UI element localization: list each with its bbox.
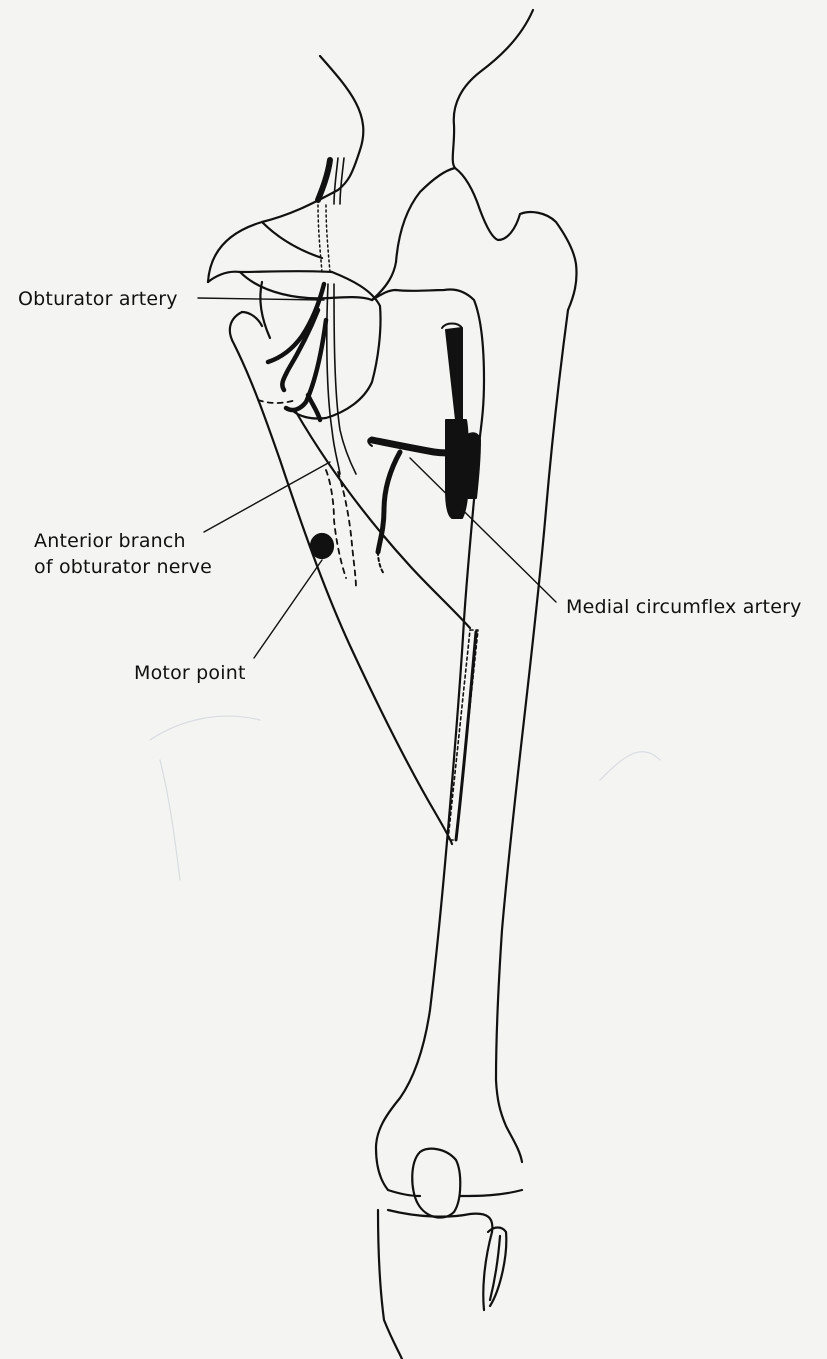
knee-outline — [378, 1149, 522, 1359]
leader-motor-point — [254, 560, 322, 658]
leader-medial-circumflex — [410, 458, 556, 602]
leader-anterior-branch — [204, 462, 330, 532]
medial-circumflex-artery-label: Medial circumflex artery — [566, 594, 802, 620]
obturator-artery-branches — [268, 284, 326, 420]
anterior-branch-nerve — [327, 284, 356, 474]
adductor-tendon — [448, 630, 478, 840]
motor-point-label: Motor point — [134, 660, 246, 686]
obturator-vessels — [318, 158, 344, 272]
faint-background-traces — [150, 716, 660, 880]
pelvis-outline — [208, 10, 533, 300]
anterior-branch-label-line1: Anterior branch — [34, 528, 212, 554]
motor-point-marker — [311, 534, 333, 558]
anterior-branch-label-line2: of obturator nerve — [34, 554, 212, 580]
anterior-branch-label: Anterior branch of obturator nerve — [34, 528, 212, 580]
adductor-muscle-outline — [230, 312, 470, 844]
femoral-head-neck — [372, 168, 577, 436]
obturator-artery-label: Obturator artery — [18, 286, 178, 312]
